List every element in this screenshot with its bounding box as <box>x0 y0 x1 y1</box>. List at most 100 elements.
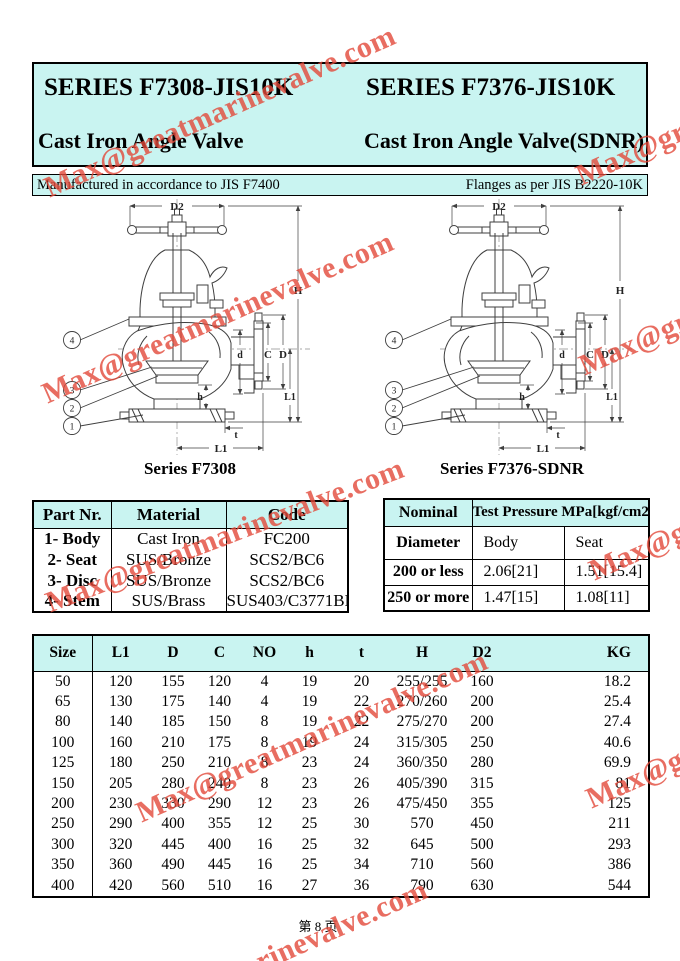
table-row: 1- Body Cast Iron FC200 <box>33 528 348 549</box>
table-cell: 150 <box>33 773 93 794</box>
table-cell: 445 <box>161 835 185 853</box>
table-cell: 386 <box>607 856 631 874</box>
table-header-row: Size L1 D C NO h t H D2 KG <box>33 635 649 672</box>
table-cell: 240 <box>207 774 232 792</box>
table-cell: 25.4 <box>603 692 631 710</box>
table-cell: 290 <box>109 815 133 833</box>
table-cell: SCS2/BC6 <box>225 570 348 591</box>
table-cell: 280 <box>161 774 185 792</box>
table-cell: 16 <box>256 856 273 874</box>
table-cell: SCS2/BC6 <box>225 549 348 570</box>
table-cell: 210 <box>207 754 232 772</box>
column-header: D <box>149 635 197 672</box>
drawing-f7308: Series F7308 <box>30 197 350 479</box>
table-cell: 710 <box>410 856 434 874</box>
table-cell: 275/270 <box>396 713 448 731</box>
column-header: t <box>332 635 391 672</box>
table-cell: 30 <box>353 815 370 833</box>
table-cell: 8 <box>260 754 269 772</box>
table-cell: 8 <box>260 713 269 731</box>
table-cell: 450 <box>470 815 494 833</box>
table-cell: 475/450 <box>396 794 448 812</box>
table-cell: 320 <box>109 835 133 853</box>
table-cell: 200 <box>470 713 494 731</box>
table-cell: 350 <box>33 855 93 876</box>
table-cell: 50 <box>33 671 93 692</box>
table-cell: 4- Stem <box>44 591 100 610</box>
table-cell: 315/305 <box>396 733 448 751</box>
table-cell: SUS/Bronze <box>110 570 226 591</box>
table-cell: 490 <box>161 856 185 874</box>
table-row: 250 or more 1.47[15] 1.08[11] <box>383 584 650 612</box>
table-cell: 360 <box>109 856 133 874</box>
table-cell: 250 <box>161 754 185 772</box>
table-cell: 1.51[15.4] <box>563 558 650 586</box>
table-cell: 160 <box>470 672 494 690</box>
column-header: Part Nr. <box>33 501 111 529</box>
table-cell: 250 <box>470 733 494 751</box>
table-row: 2- Seat SUS/Bronze SCS2/BC6 <box>33 549 348 570</box>
table-cell: 250 <box>33 814 93 835</box>
table-cell: 400 <box>207 835 232 853</box>
drawing-f7376-sdnr: Series F7376-SDNR <box>352 197 672 479</box>
column-header: Test Pressure MPa[kgf/cm2] <box>471 498 650 527</box>
table-cell: SUS/Bronze <box>110 549 226 570</box>
valve-drawing-right <box>362 197 662 459</box>
table-cell: 2.06[21] <box>471 558 565 586</box>
table-cell: 155 <box>161 672 185 690</box>
table-cell: 20 <box>353 672 370 690</box>
table-cell: 160 <box>109 733 133 751</box>
column-header: H <box>391 635 453 672</box>
table-cell: 230 <box>109 794 133 812</box>
column-header: Size <box>33 635 93 672</box>
subtitle-left: Cast Iron Angle Valve <box>38 128 244 153</box>
table-cell: 175 <box>161 692 185 710</box>
column-header: Body <box>471 525 565 560</box>
table-cell: 69.9 <box>603 754 631 772</box>
table-cell: Cast Iron <box>110 528 226 549</box>
column-header: KG <box>511 635 649 672</box>
table-cell: 130 <box>109 692 133 710</box>
materials-table: Part Nr. Material Code 1- Body Cast Iron… <box>32 500 349 613</box>
table-cell: 300 <box>33 834 93 856</box>
standard-right: Flanges as per JIS B2220-10K <box>465 176 643 193</box>
table-cell: 125 <box>607 794 631 812</box>
table-cell: 140 <box>109 713 133 731</box>
table-cell: 27 <box>301 876 318 894</box>
table-cell: 360/350 <box>396 754 448 772</box>
pressure-table: Nominal Test Pressure MPa[kgf/cm2] Diame… <box>383 498 651 612</box>
column-header: Nominal <box>383 498 473 527</box>
table-cell: 22 <box>353 713 370 731</box>
table-cell: 34 <box>353 856 370 874</box>
column-header: D2 <box>453 635 511 672</box>
table-cell: 120 <box>109 672 133 690</box>
table-cell: 290 <box>207 794 232 812</box>
table-cell: 200 <box>470 692 494 710</box>
table-cell: 23 <box>301 774 318 792</box>
table-row: 200 or less 2.06[21] 1.51[15.4] <box>383 558 650 586</box>
table-cell: 23 <box>301 794 318 812</box>
table-cell: 25 <box>301 835 318 853</box>
table-cell: 3- Disc <box>47 570 98 590</box>
drawing-caption-right: Series F7376-SDNR <box>439 459 584 478</box>
subtitle-right: Cast Iron Angle Valve(SDNR) <box>364 128 645 153</box>
table-cell: 405/390 <box>396 774 448 792</box>
table-cell: 19 <box>301 672 318 690</box>
table-cell: 23 <box>301 754 318 772</box>
table-cell: 211 <box>608 815 631 833</box>
column-header: Seat <box>563 525 650 560</box>
table-cell: 280 <box>470 754 494 772</box>
drawing-caption-left: Series F7308 <box>143 459 237 478</box>
table-cell: 19 <box>301 733 318 751</box>
column-header: L1 <box>92 635 149 672</box>
header-box: SERIES F7308-JIS10K SERIES F7376-JIS10K … <box>32 62 648 167</box>
table-cell: 315 <box>470 774 494 792</box>
table-cell: 645 <box>410 835 434 853</box>
table-cell: 19 <box>301 692 318 710</box>
table-cell: 500 <box>470 835 494 853</box>
